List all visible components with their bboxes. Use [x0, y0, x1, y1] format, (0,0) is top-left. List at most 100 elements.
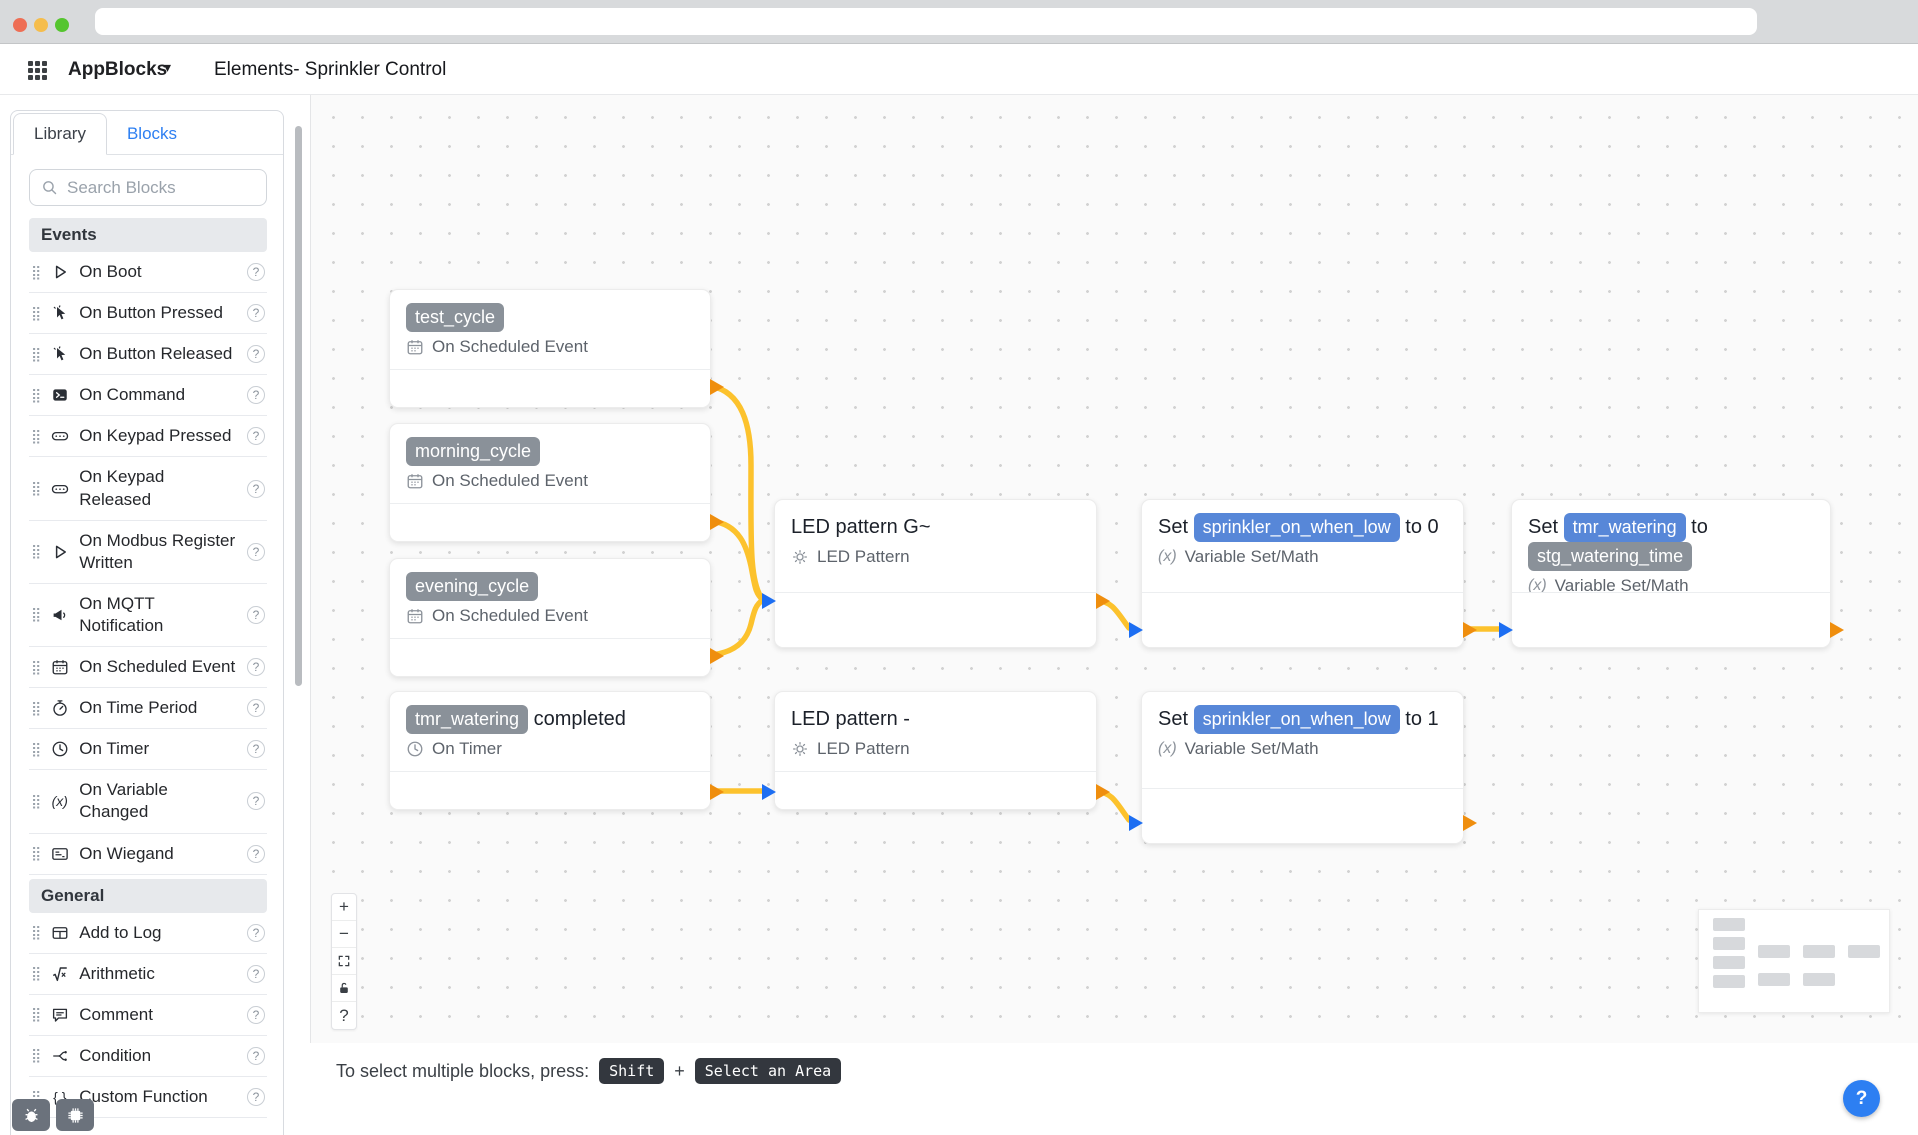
zoom-help-button[interactable]: ? — [339, 1005, 349, 1025]
item-help-icon[interactable]: ? — [247, 345, 265, 364]
library-item-on-modbus-register-written[interactable]: ⣿On Modbus Register Written? — [29, 521, 267, 584]
drag-handle-icon[interactable]: ⣿ — [31, 792, 41, 809]
library-item-condition[interactable]: ⣿Condition? — [29, 1036, 267, 1077]
drag-handle-icon[interactable]: ⣿ — [31, 1047, 41, 1064]
item-help-icon[interactable]: ? — [247, 658, 265, 677]
library-item-on-wiegand[interactable]: ⣿On Wiegand? — [29, 834, 267, 875]
sidebar-scrollbar[interactable] — [295, 126, 302, 686]
library-item-on-variable-changed[interactable]: ⣿(x)On Variable Changed? — [29, 770, 267, 834]
drag-handle-icon[interactable]: ⣿ — [31, 965, 41, 982]
item-help-icon[interactable]: ? — [247, 964, 265, 983]
item-help-icon[interactable]: ? — [247, 1088, 265, 1107]
tab-library[interactable]: Library — [13, 113, 107, 155]
zoom-out-button[interactable]: − — [332, 921, 356, 948]
apps-grid-icon[interactable] — [28, 61, 47, 80]
window-zoom-button[interactable] — [55, 18, 69, 32]
item-help-icon[interactable]: ? — [247, 740, 265, 759]
minimap-block — [1848, 945, 1880, 958]
drag-handle-icon[interactable]: ⣿ — [31, 845, 41, 862]
search-input[interactable] — [67, 177, 237, 198]
drag-handle-icon[interactable]: ⣿ — [31, 480, 41, 497]
block-set-sprinkler-1[interactable]: Set sprinkler_on_when_low to 1(x)Variabl… — [1129, 691, 1477, 844]
item-help-icon[interactable]: ? — [247, 792, 265, 811]
drag-handle-icon[interactable]: ⣿ — [31, 263, 41, 280]
debug-button[interactable] — [12, 1099, 50, 1131]
drag-handle-icon[interactable]: ⣿ — [31, 924, 41, 941]
device-button[interactable] — [56, 1099, 94, 1131]
drag-handle-icon[interactable]: ⣿ — [31, 386, 41, 403]
block-led-pattern-dash[interactable]: LED pattern -LED Pattern — [762, 691, 1110, 810]
output-port[interactable] — [710, 514, 724, 530]
output-port[interactable] — [710, 784, 724, 800]
help-button[interactable]: ? — [1843, 1080, 1880, 1117]
item-help-icon[interactable]: ? — [247, 542, 265, 561]
input-port[interactable] — [762, 784, 776, 800]
library-item-on-keypad-pressed[interactable]: ⣿On Keypad Pressed? — [29, 416, 267, 458]
output-port[interactable] — [1463, 622, 1477, 638]
drag-handle-icon[interactable]: ⣿ — [31, 658, 41, 675]
app-menu-button[interactable]: AppBlocks — [68, 59, 168, 80]
drag-handle-icon[interactable]: ⣿ — [31, 740, 41, 757]
minimap[interactable] — [1698, 909, 1890, 1013]
block-set-tmr-watering[interactable]: Set tmr_watering to stg_watering_time(x)… — [1499, 499, 1844, 648]
block-set-sprinkler-0[interactable]: Set sprinkler_on_when_low to 0(x)Variabl… — [1129, 499, 1477, 648]
input-port[interactable] — [1129, 622, 1143, 638]
item-label: On Boot — [79, 262, 142, 281]
input-port[interactable] — [762, 593, 776, 609]
library-item-on-button-pressed[interactable]: ⣿On Button Pressed? — [29, 293, 267, 335]
drag-handle-icon[interactable]: ⣿ — [31, 606, 41, 623]
window-close-button[interactable] — [13, 18, 27, 32]
drag-handle-icon[interactable]: ⣿ — [31, 304, 41, 321]
library-item-on-keypad-released[interactable]: ⣿On Keypad Released? — [29, 457, 267, 521]
library-item-arithmetic[interactable]: ⣿Arithmetic? — [29, 954, 267, 995]
drag-handle-icon[interactable]: ⣿ — [31, 699, 41, 716]
library-item-on-scheduled-event[interactable]: ⣿On Scheduled Event? — [29, 647, 267, 689]
chevron-down-icon[interactable]: ▾ — [164, 59, 172, 75]
output-port[interactable] — [710, 379, 724, 395]
item-help-icon[interactable]: ? — [247, 263, 265, 282]
library-item-on-time-period[interactable]: ⣿On Time Period? — [29, 688, 267, 730]
drag-handle-icon[interactable]: ⣿ — [31, 1088, 41, 1105]
drag-handle-icon[interactable]: ⣿ — [31, 543, 41, 560]
item-help-icon[interactable]: ? — [247, 427, 265, 446]
library-item-on-button-released[interactable]: ⣿On Button Released? — [29, 334, 267, 376]
item-help-icon[interactable]: ? — [247, 605, 265, 624]
output-port[interactable] — [1096, 593, 1110, 609]
item-help-icon[interactable]: ? — [247, 304, 265, 323]
tab-blocks[interactable]: Blocks — [126, 124, 178, 143]
drag-handle-icon[interactable]: ⣿ — [31, 345, 41, 362]
zoom-fit-button[interactable] — [332, 948, 356, 975]
library-item-on-command[interactable]: ⣿On Command? — [29, 375, 267, 417]
drag-handle-icon[interactable]: ⣿ — [31, 427, 41, 444]
window-minimize-button[interactable] — [34, 18, 48, 32]
input-port[interactable] — [1499, 622, 1513, 638]
item-help-icon[interactable]: ? — [247, 1005, 265, 1024]
library-item-on-mqtt-notification[interactable]: ⣿On MQTT Notification? — [29, 584, 267, 648]
variable-badge: test_cycle — [406, 303, 505, 333]
output-port[interactable] — [1830, 622, 1844, 638]
input-port[interactable] — [1129, 815, 1143, 831]
drag-handle-icon[interactable]: ⣿ — [31, 1006, 41, 1023]
zoom-in-button[interactable]: + — [332, 894, 356, 921]
library-item-on-timer[interactable]: ⣿On Timer? — [29, 729, 267, 771]
output-port[interactable] — [1096, 784, 1110, 800]
library-item-comment[interactable]: ⣿Comment? — [29, 995, 267, 1036]
library-item-add-to-log[interactable]: ⣿Add to Log? — [29, 913, 267, 954]
item-help-icon[interactable]: ? — [247, 699, 265, 718]
clock-icon — [406, 740, 424, 758]
output-port[interactable] — [1463, 815, 1477, 831]
item-help-icon[interactable]: ? — [247, 844, 265, 863]
item-help-icon[interactable]: ? — [247, 386, 265, 405]
lock-button[interactable] — [332, 975, 356, 1002]
item-help-icon[interactable]: ? — [247, 479, 265, 498]
item-help-icon[interactable]: ? — [247, 1046, 265, 1065]
output-port[interactable] — [710, 648, 724, 664]
library-item-on-boot[interactable]: ⣿ On Boot? — [29, 252, 267, 294]
item-help-icon[interactable]: ? — [247, 923, 265, 942]
address-bar[interactable] — [95, 8, 1757, 35]
block-led-pattern-g[interactable]: LED pattern G~LED Pattern — [762, 499, 1110, 648]
